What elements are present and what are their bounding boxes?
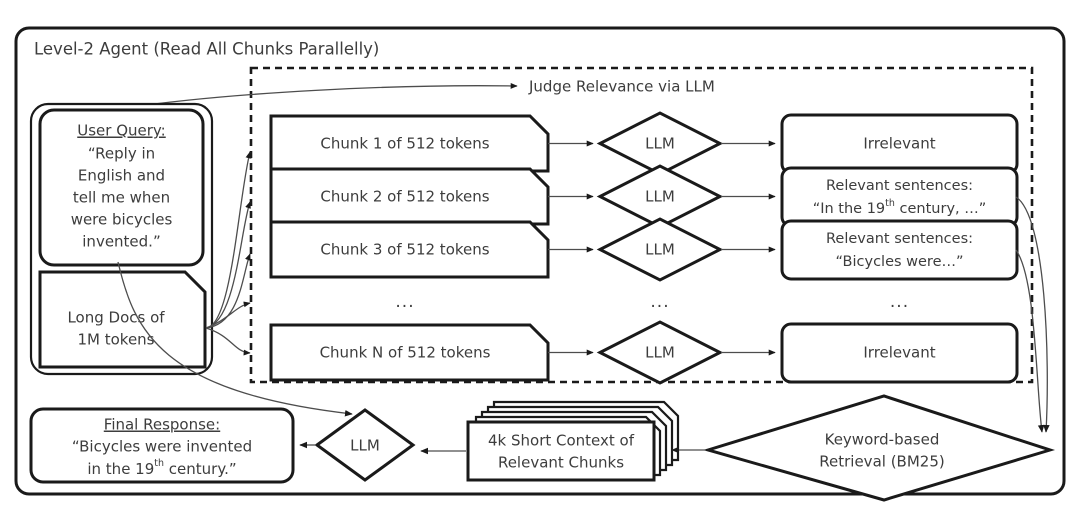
llm-diamond-2 <box>596 164 724 229</box>
llm-label-n: LLM <box>645 344 675 362</box>
retrieval-diamond <box>702 394 1056 502</box>
llm-diamond-1 <box>596 111 724 176</box>
short-context-line-2: Relevant Chunks <box>498 454 624 472</box>
chunk-label-3: Chunk 3 of 512 tokens <box>320 241 489 259</box>
result-box-n <box>780 322 1019 384</box>
llm-diamond-3 <box>596 217 724 282</box>
final-response-box <box>29 407 295 484</box>
result-label-3-line2: “Bicycles were…” <box>835 254 963 270</box>
final-llm-label: LLM <box>350 437 380 455</box>
final-response-line-2: in the 19th century.” <box>87 458 236 478</box>
result-2-text-head: “In the 19 <box>813 201 885 217</box>
llm-label-2: LLM <box>645 188 675 206</box>
user-query-box <box>38 108 205 267</box>
llm-diamond-n <box>596 320 724 385</box>
long-docs-line-1: Long Docs of <box>67 309 165 327</box>
user-query-line-5: invented.” <box>82 233 160 251</box>
long-docs-box <box>38 270 207 369</box>
short-context-line-1: 4k Short Context of <box>488 432 635 450</box>
retrieval-line-1: Keyword-based <box>825 431 940 449</box>
longdocs-to-chunks-connectors <box>205 151 252 356</box>
page-title: Level-2 Agent (Read All Chunks Parallell… <box>34 40 379 59</box>
final-response-text-head: in the 19 <box>87 460 154 478</box>
result-label-1: Irrelevant <box>863 135 935 153</box>
final-llm-diamond <box>314 408 416 482</box>
result-2-superscript: th <box>885 198 895 209</box>
user-query-line-2: English and <box>78 167 165 185</box>
final-response-superscript: th <box>154 458 164 469</box>
result-ellipsis: ... <box>890 292 909 312</box>
result-box-3 <box>780 219 1019 281</box>
final-response-text-tail: century.” <box>164 460 237 478</box>
llm-label-1: LLM <box>645 135 675 153</box>
query-to-final-llm-connector <box>117 261 353 417</box>
result-label-n: Irrelevant <box>863 344 935 362</box>
chunk-label-1: Chunk 1 of 512 tokens <box>320 135 489 153</box>
judge-region-pointer-arrow <box>117 82 518 110</box>
chunk-box-n <box>269 323 550 382</box>
result-label-3-line1: Relevant sentences: <box>826 231 973 247</box>
chunk-box-2 <box>269 167 550 226</box>
user-query-line-1: “Reply in <box>88 145 155 163</box>
result-2-text-tail: century, …” <box>895 201 986 217</box>
relevant-to-retrieval-connectors <box>1015 196 1050 433</box>
user-query-heading: User Query: <box>77 122 166 140</box>
chunk-label-n: Chunk N of 512 tokens <box>320 344 491 362</box>
user-query-line-4: were bicycles <box>71 211 173 229</box>
result-label-2-line1: Relevant sentences: <box>826 178 973 194</box>
final-response-heading: Final Response: <box>104 416 220 434</box>
retrieval-line-2: Retrieval (BM25) <box>819 453 944 471</box>
judge-relevance-label: Judge Relevance via LLM <box>528 78 715 96</box>
llm-ellipsis: ... <box>650 292 669 312</box>
result-label-2-line2: “In the 19th century, …” <box>813 198 987 217</box>
final-response-line-1: “Bicycles were invented <box>72 438 252 456</box>
user-query-line-3: tell me when <box>73 189 170 207</box>
result-box-2 <box>780 166 1019 228</box>
chunk-label-2: Chunk 2 of 512 tokens <box>320 188 489 206</box>
chunk-ellipsis: ... <box>395 292 414 312</box>
chunk-box-1 <box>269 114 550 173</box>
llm-label-3: LLM <box>645 241 675 259</box>
long-docs-line-2: 1M tokens <box>77 331 154 349</box>
short-context-box <box>466 420 656 482</box>
chunk-box-3 <box>269 220 550 279</box>
